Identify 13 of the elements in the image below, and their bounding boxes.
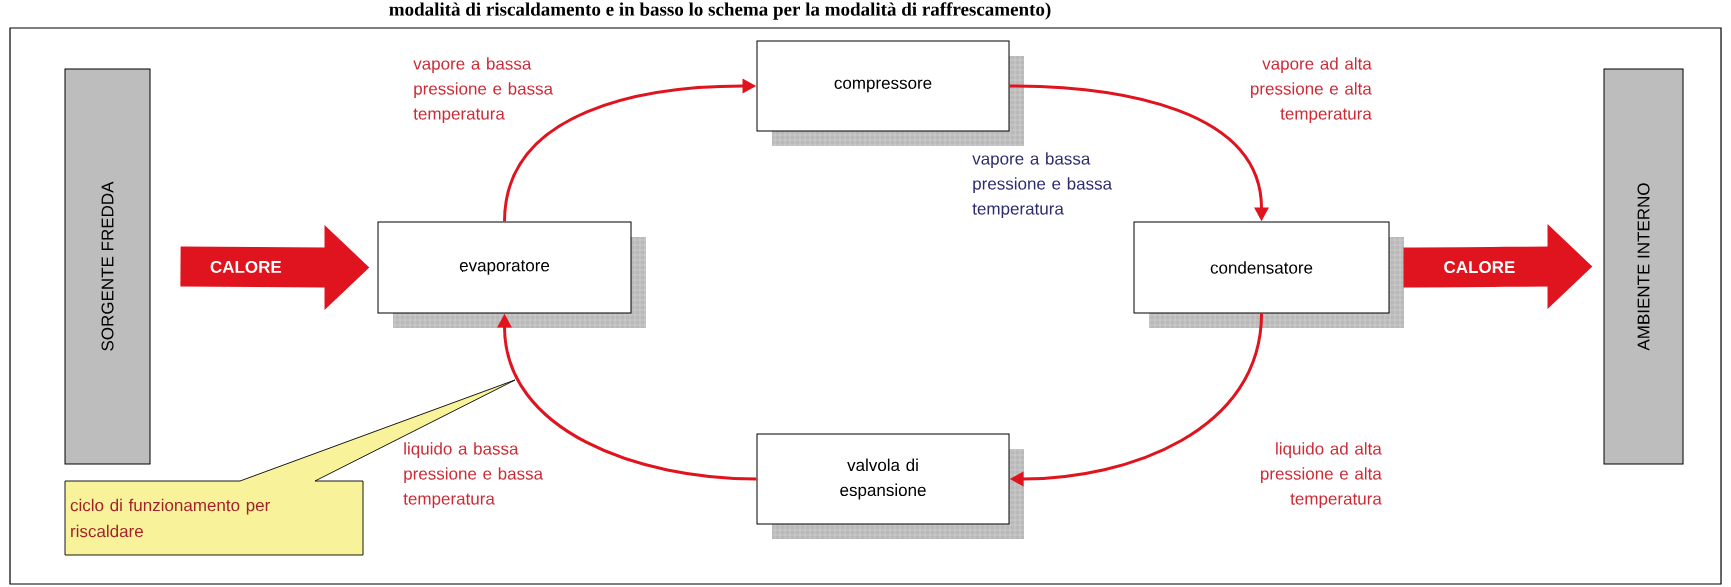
side-band: AMBIENTE INTERNO (1603, 68, 1684, 465)
title: modalità di riscaldamento e in basso lo schema per la modalità di raffrescamento) (389, 2, 1051, 20)
flow-label: vapore ad alta pressione e alta temperatura (1251, 57, 1372, 124)
flow-label: vapore a bassa pressione e bassa temperatura (413, 57, 554, 124)
side-band: SORGENTE FREDDA (64, 68, 151, 465)
flow-label: liquido ad alta pressione e alta temperatura (1261, 442, 1382, 509)
process-box: compressore (756, 40, 1025, 147)
edge-label: CALORE (1444, 261, 1515, 274)
edge-label: CALORE (210, 260, 282, 273)
process-box: valvola di espansione (756, 433, 1025, 540)
process-box: condensatore (1133, 221, 1405, 329)
process-box: evaporatore (377, 221, 647, 329)
flow-label: vapore a bassa pressione e bassa temperatura (972, 152, 1113, 219)
